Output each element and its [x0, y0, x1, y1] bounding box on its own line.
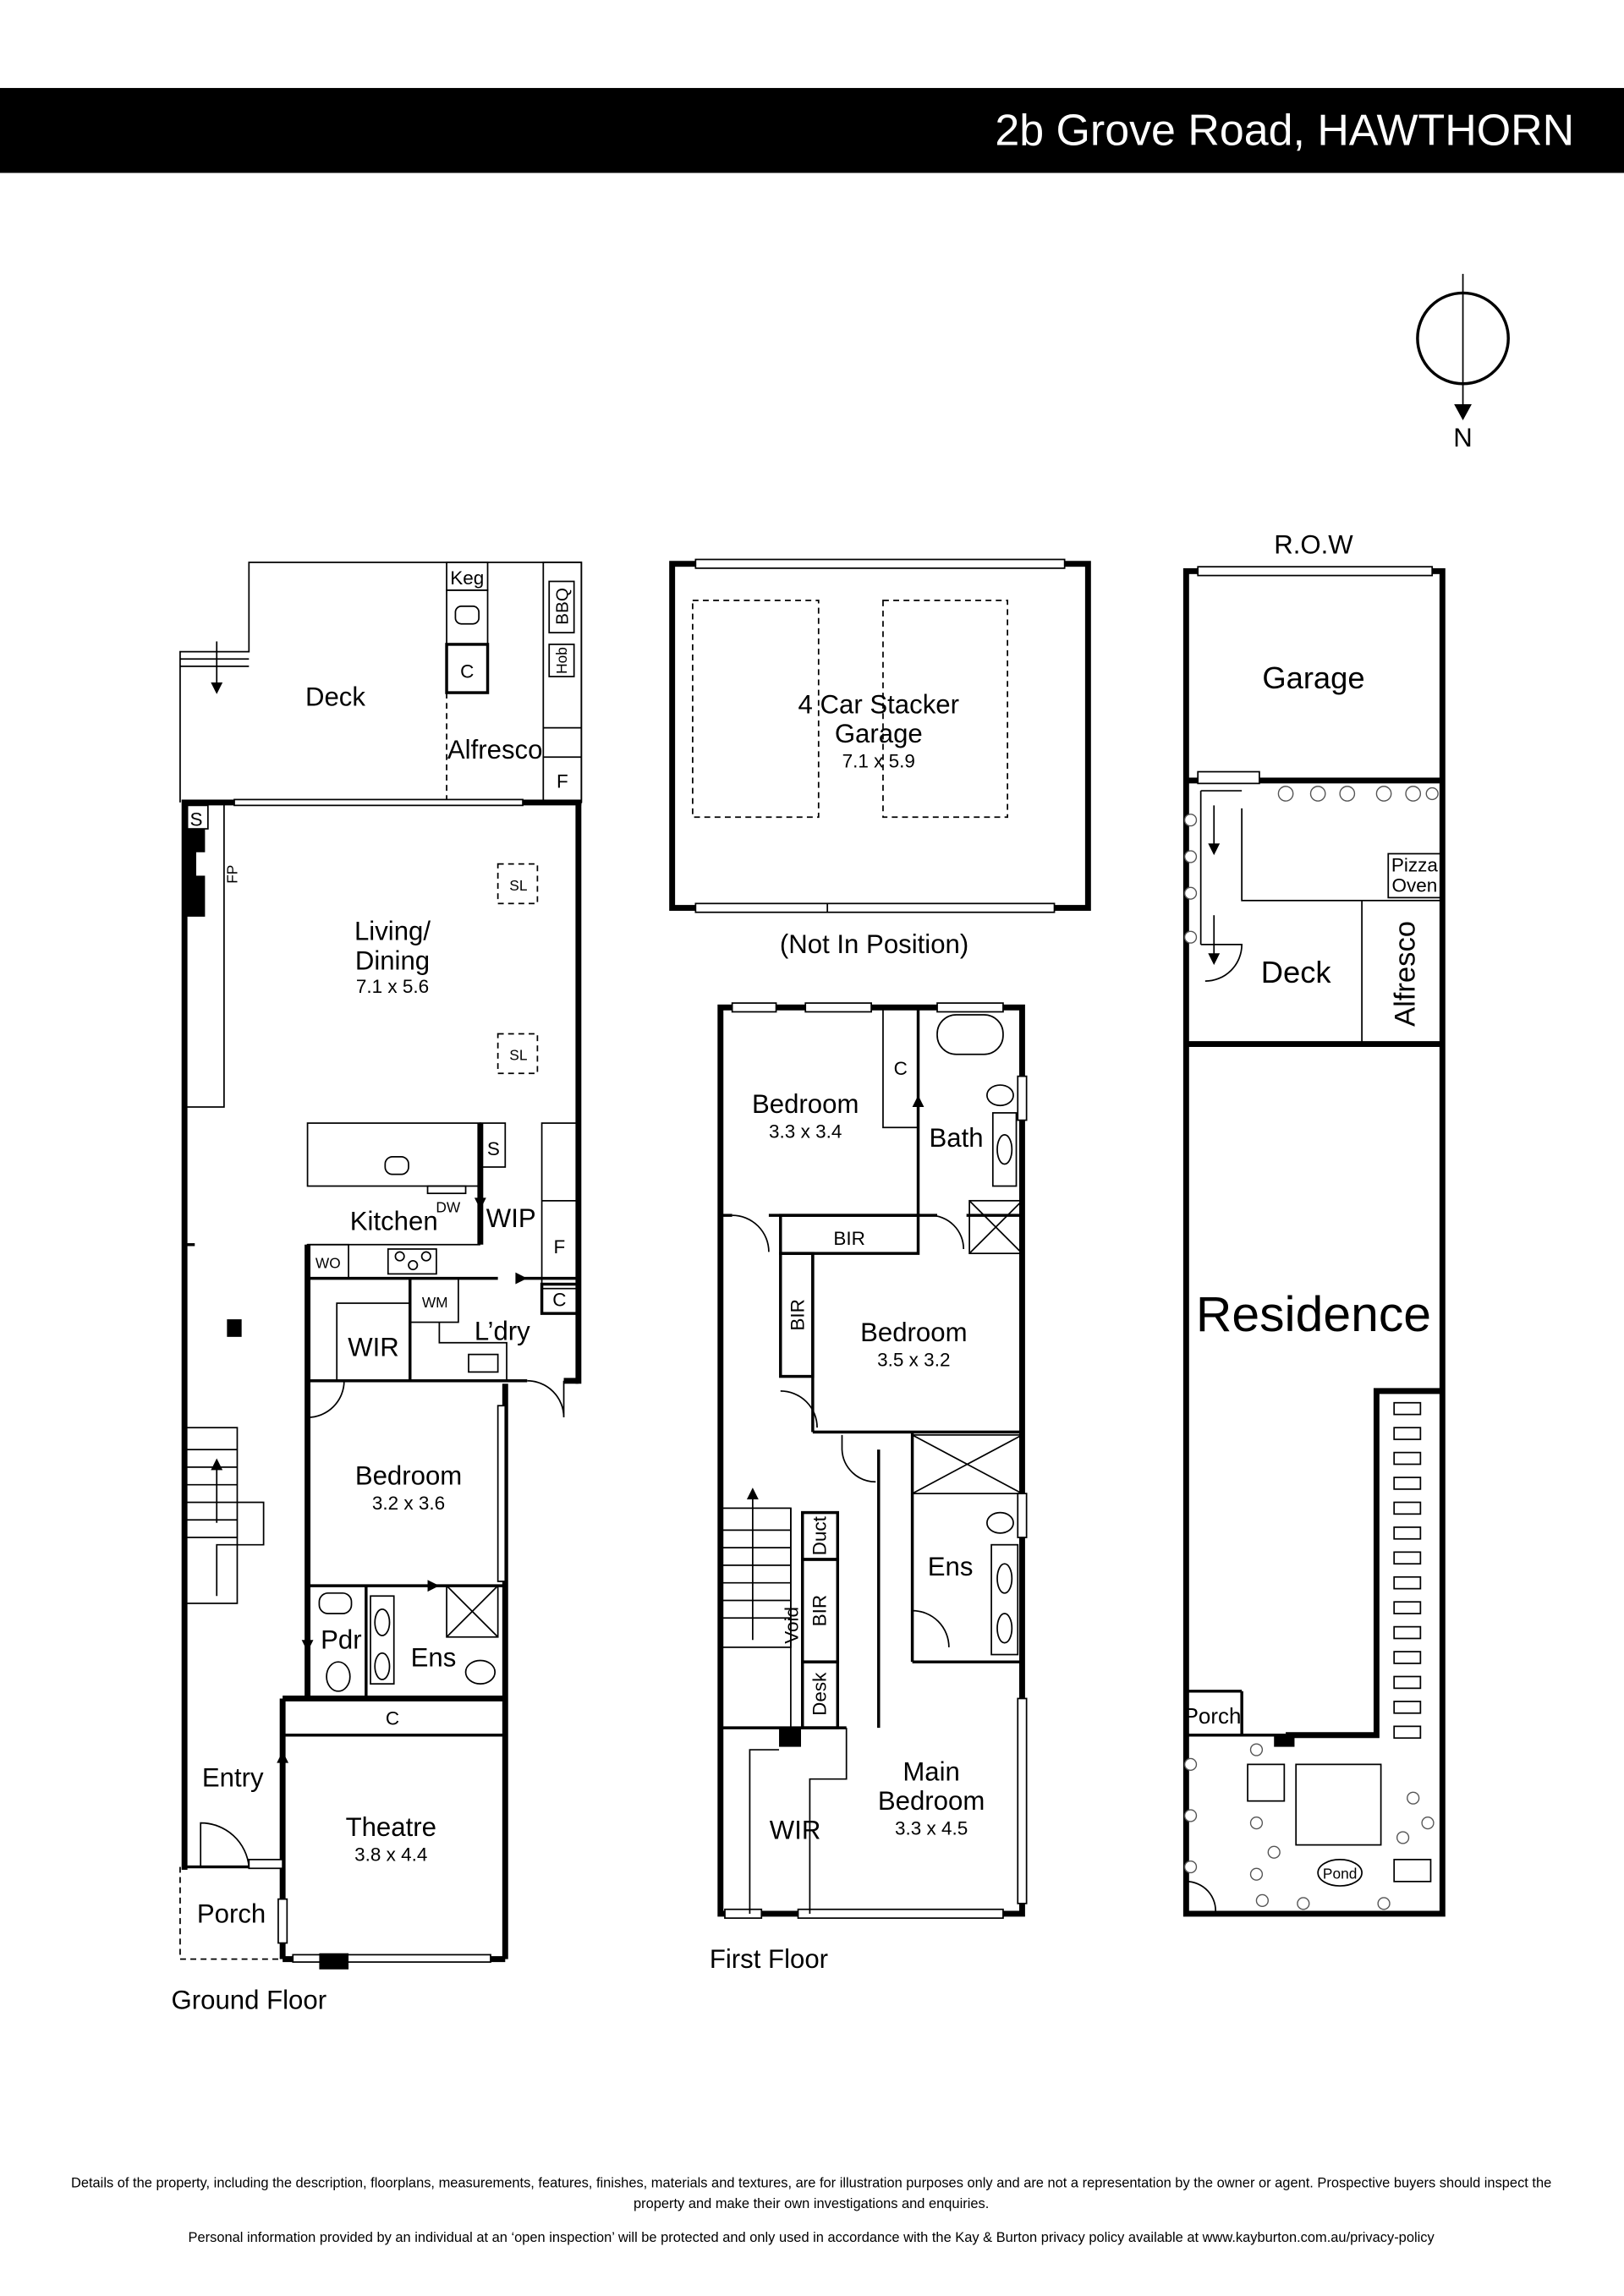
theatre-dimensions: 3.8 x 4.4	[354, 1844, 427, 1866]
entry-label: Entry	[202, 1762, 264, 1792]
alfresco-label: Alfresco	[447, 735, 543, 764]
wir-label: WIR	[770, 1816, 821, 1845]
porch-label: Porch	[197, 1899, 266, 1928]
privacy-notice: Personal information provided by an indi…	[189, 2230, 1435, 2245]
keg-label: Keg	[450, 567, 484, 589]
site-plan: R.O.W	[1182, 530, 1446, 1917]
bedroom1-dimensions: 3.3 x 3.4	[769, 1121, 842, 1142]
wip-label: WIP	[486, 1203, 536, 1233]
not-in-position-note: (Not In Position)	[780, 929, 968, 959]
garden-plants-icon	[1183, 786, 1439, 944]
void-label: Void	[782, 1607, 803, 1644]
skylight-label: SL	[509, 877, 528, 894]
stairs-icon	[184, 1427, 265, 1604]
pond-label: Pond	[1323, 1865, 1357, 1882]
north-compass-icon: N	[1416, 273, 1510, 452]
duct-label: Duct	[809, 1515, 830, 1555]
storage-label: S	[189, 809, 202, 830]
stacker-garage-plan: 4 Car Stacker Garage 7.1 x 5.9 (Not In P…	[669, 558, 1091, 959]
ground-floor-title: Ground Floor	[172, 1985, 327, 2014]
bedroom-dimensions: 3.2 x 3.6	[372, 1493, 445, 1514]
washing-machine-label: WM	[422, 1294, 448, 1311]
garage-title-line2: Garage	[835, 719, 923, 748]
site-porch-label: Porch	[1184, 1703, 1242, 1729]
site-alfresco-label: Alfresco	[1389, 921, 1421, 1027]
cupboard-label: C	[894, 1058, 908, 1079]
living-dimensions: 7.1 x 5.6	[356, 976, 429, 997]
cupboard-label: C	[460, 661, 474, 682]
disclaimer-line1: Details of the property, including the d…	[71, 2176, 1551, 2191]
fireplace-label: FP	[223, 865, 240, 884]
ensuite-label: Ens	[411, 1642, 457, 1672]
pizza-oven-label-line2: Oven	[1392, 875, 1438, 896]
garage-title-line1: 4 Car Stacker	[798, 689, 959, 719]
fridge-label: F	[553, 1236, 565, 1258]
wir-label: WIR	[348, 1332, 399, 1362]
pizza-oven-label-line1: Pizza	[1391, 854, 1439, 875]
property-address: 2b Grove Road, HAWTHORN	[995, 107, 1574, 156]
theatre-label: Theatre	[346, 1812, 436, 1842]
bir-label: BIR	[787, 1299, 808, 1331]
right-of-way-label: R.O.W	[1274, 530, 1353, 560]
dishwasher-label: DW	[436, 1199, 460, 1216]
bedroom2-label: Bedroom	[860, 1318, 967, 1347]
storage-label: S	[487, 1138, 500, 1159]
stairs-icon	[719, 1488, 792, 1648]
fridge-label: F	[557, 771, 568, 792]
first-floor-title: First Floor	[710, 1944, 828, 1974]
header-bar	[0, 88, 1624, 173]
main-bedroom-label-line1: Main	[903, 1756, 960, 1786]
laundry-label: L’dry	[475, 1316, 530, 1345]
powder-room-label: Pdr	[321, 1625, 361, 1655]
dining-label: Dining	[355, 945, 430, 975]
cupboard-label: C	[552, 1289, 566, 1310]
bedroom2-dimensions: 3.5 x 3.2	[877, 1349, 950, 1370]
ensuite-label: Ens	[928, 1552, 974, 1581]
disclaimer-line2: property and make their own investigatio…	[634, 2196, 989, 2211]
decking-strip	[1393, 1401, 1422, 1740]
cupboard-label: C	[386, 1708, 399, 1729]
bir-label: BIR	[809, 1595, 830, 1627]
deck-label: Deck	[305, 682, 365, 712]
bedroom1-label: Bedroom	[752, 1089, 859, 1119]
bedroom-label: Bedroom	[355, 1461, 462, 1491]
ground-floor-plan: Deck Alfresco Keg C BBQ Hob F S FP Livin…	[172, 562, 583, 2014]
main-bedroom-label-line2: Bedroom	[878, 1786, 985, 1816]
site-garage-label: Garage	[1262, 660, 1364, 695]
hob-label: Hob	[553, 647, 570, 674]
bir-label: BIR	[833, 1228, 865, 1249]
wall-oven-label: WO	[315, 1254, 341, 1271]
bbq-label: BBQ	[553, 588, 573, 625]
skylight-label: SL	[509, 1047, 528, 1064]
residence-label: Residence	[1196, 1287, 1431, 1342]
main-bedroom-dimensions: 3.3 x 4.5	[895, 1817, 968, 1838]
kitchen-label: Kitchen	[350, 1206, 438, 1236]
garden-plants-icon	[1183, 1743, 1435, 1910]
living-label: Living/	[354, 917, 431, 946]
first-floor-plan: Bedroom 3.3 x 3.4 C Bath BIR BIR Bedroom…	[710, 1002, 1028, 1974]
garage-dimensions: 7.1 x 5.9	[842, 750, 915, 771]
site-deck-label: Deck	[1261, 955, 1332, 989]
desk-label: Desk	[809, 1672, 830, 1716]
bath-label: Bath	[929, 1123, 983, 1153]
compass-north-label: N	[1453, 423, 1473, 452]
